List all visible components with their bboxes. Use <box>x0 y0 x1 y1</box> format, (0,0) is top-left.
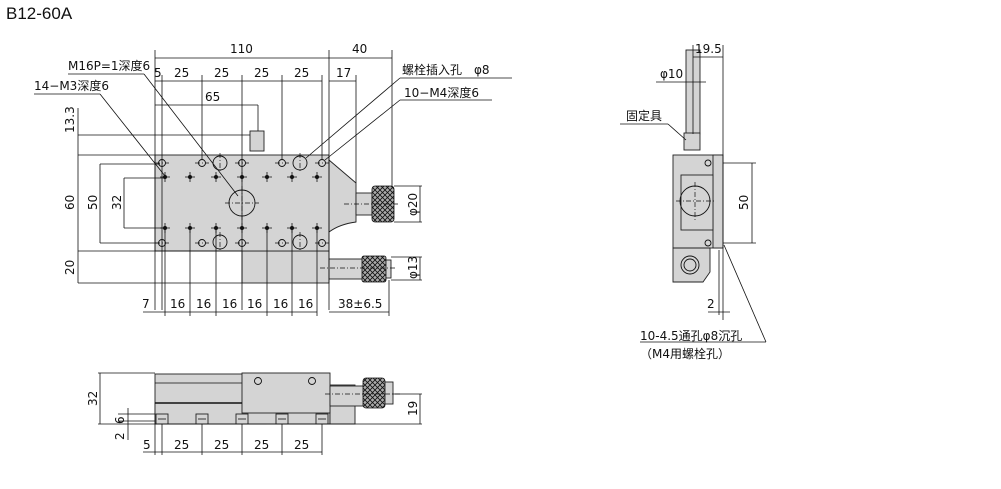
dim-travel: 38±6.5 <box>338 297 382 311</box>
dim-bottom: 5 <box>143 438 151 452</box>
dim-row: 25 <box>174 66 189 80</box>
dim-bottom: 25 <box>294 438 309 452</box>
dim-micrometer-dia: φ13 <box>406 256 420 279</box>
dim-post-dia: φ10 <box>660 67 683 81</box>
dim-row: 25 <box>214 66 229 80</box>
dim-bottom: 16 <box>222 297 237 311</box>
lower-carriage <box>241 250 330 284</box>
dim-knob-dia: φ20 <box>406 193 420 216</box>
dim-plate: 2 <box>707 297 715 311</box>
callout-mount-holes-note: （M4用螺栓孔） <box>640 346 730 361</box>
dim-bottom: 16 <box>196 297 211 311</box>
dim-m4-pitch: 50 <box>86 195 100 210</box>
dim-bottom: 7 <box>142 297 150 311</box>
knob-housing <box>328 159 357 233</box>
micrometer-barrel <box>328 258 365 280</box>
dim-offset: 19.5 <box>695 42 722 56</box>
dim-knob-offset: 17 <box>336 66 351 80</box>
dim-fixture: 13.3 <box>63 106 77 133</box>
dim-base: 2 <box>113 432 127 440</box>
micrometer-knurl <box>361 255 387 283</box>
front-view: 32 19 6 2 5 25 25 25 25 <box>86 372 422 455</box>
dim-step: 6 <box>113 416 127 424</box>
callout-fixture: 固定具 <box>626 108 662 123</box>
fixture-block <box>249 130 265 152</box>
callout-m3-holes: 14−M3深度6 <box>34 78 109 93</box>
dim-m3-pitch: 32 <box>110 195 124 210</box>
dim-bottom: 16 <box>273 297 288 311</box>
dim-height: 60 <box>63 195 77 210</box>
dim-row: 5 <box>154 66 162 80</box>
side-view: 19.5 φ10 固定具 50 2 10-4.5通孔φ8沉孔 （M4用螺栓孔） <box>620 42 767 361</box>
callout-bolt-hole: 螺栓插入孔 φ8 <box>402 62 490 77</box>
dim-center: 65 <box>205 90 220 104</box>
dim-lower: 20 <box>63 260 77 275</box>
dim-bottom: 25 <box>214 438 229 452</box>
drawing-title: B12-60A <box>6 4 73 23</box>
callout-m4-holes: 10−M4深度6 <box>404 85 479 100</box>
dim-row: 25 <box>254 66 269 80</box>
callout-mount-holes: 10-4.5通孔φ8沉孔 <box>640 329 742 343</box>
dim-bottom: 16 <box>170 297 185 311</box>
dim-bottom: 25 <box>174 438 189 452</box>
micrometer-cap <box>385 259 392 279</box>
dim-knob-length: 40 <box>352 42 367 56</box>
dim-height: 32 <box>86 391 100 406</box>
dim-bottom: 16 <box>298 297 313 311</box>
callout-center-hole: M16P=1深度6 <box>68 58 150 73</box>
dim-pitch: 50 <box>737 195 751 210</box>
dim-bottom: 16 <box>247 297 262 311</box>
dim-knob-height: 19 <box>406 401 420 416</box>
top-view: 110 40 5 25 25 25 25 17 65 13.3 60 50 32… <box>34 42 512 316</box>
dim-bottom: 25 <box>254 438 269 452</box>
fixture-block <box>683 132 701 151</box>
dim-row: 25 <box>294 66 309 80</box>
dim-overall-width: 110 <box>230 42 253 56</box>
